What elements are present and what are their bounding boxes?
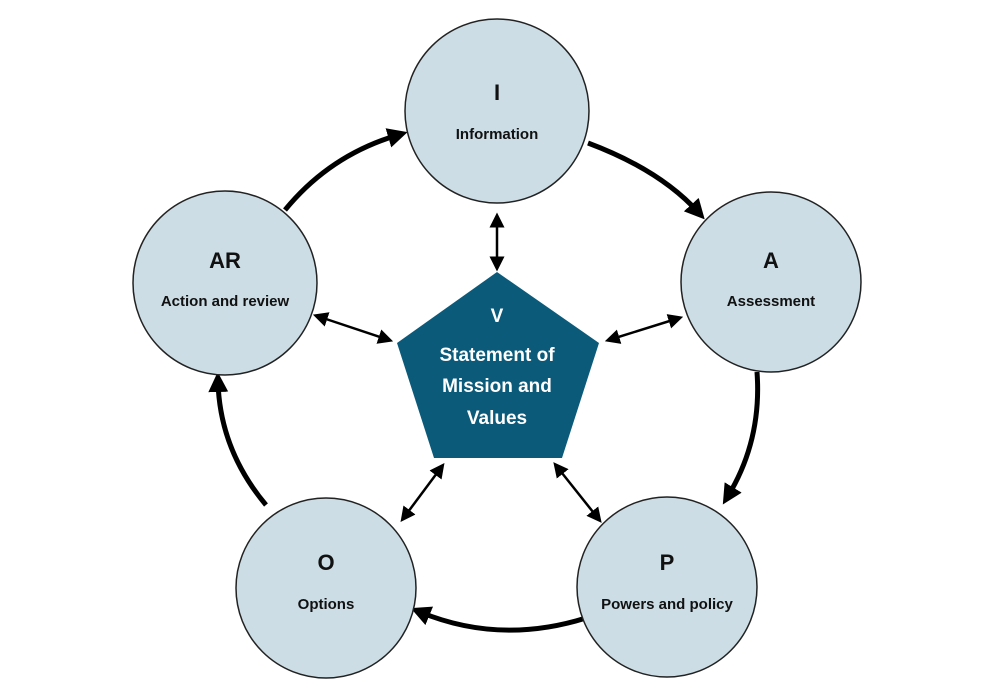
node-label: Action and review bbox=[161, 293, 290, 310]
center-letter: V bbox=[491, 306, 504, 327]
link-p-v bbox=[553, 462, 602, 523]
arrow-o-to-ar bbox=[208, 372, 268, 507]
arrow-i-to-a bbox=[587, 140, 705, 220]
cycle-arrows bbox=[208, 128, 761, 633]
arrow-a-to-p bbox=[722, 371, 761, 505]
center-links bbox=[312, 212, 684, 523]
link-ar-v bbox=[312, 312, 394, 344]
node-letter: O bbox=[317, 550, 334, 575]
link-o-v bbox=[400, 462, 445, 523]
center-line: Values bbox=[467, 408, 527, 429]
arrow-ar-to-i bbox=[283, 128, 408, 212]
center-line: Mission and bbox=[442, 376, 552, 397]
node-label: Information bbox=[456, 126, 539, 143]
node-action-and-review: AR Action and review bbox=[132, 190, 318, 376]
node-assessment: A Assessment bbox=[680, 191, 862, 373]
center-line: Statement of bbox=[439, 345, 555, 366]
node-letter: I bbox=[494, 80, 500, 105]
node-label: Options bbox=[298, 596, 355, 613]
center-pentagon: V Statement of Mission and Values bbox=[397, 272, 599, 458]
node-letter: P bbox=[660, 550, 675, 575]
node-information: I Information bbox=[404, 18, 590, 204]
link-a-v bbox=[604, 314, 684, 344]
node-label: Assessment bbox=[727, 293, 815, 310]
node-letter: AR bbox=[209, 248, 241, 273]
node-label: Powers and policy bbox=[601, 596, 733, 613]
arrow-p-to-o bbox=[410, 606, 587, 633]
node-letter: A bbox=[763, 248, 779, 273]
node-options: O Options bbox=[235, 497, 417, 679]
node-powers-and-policy: P Powers and policy bbox=[576, 496, 758, 678]
